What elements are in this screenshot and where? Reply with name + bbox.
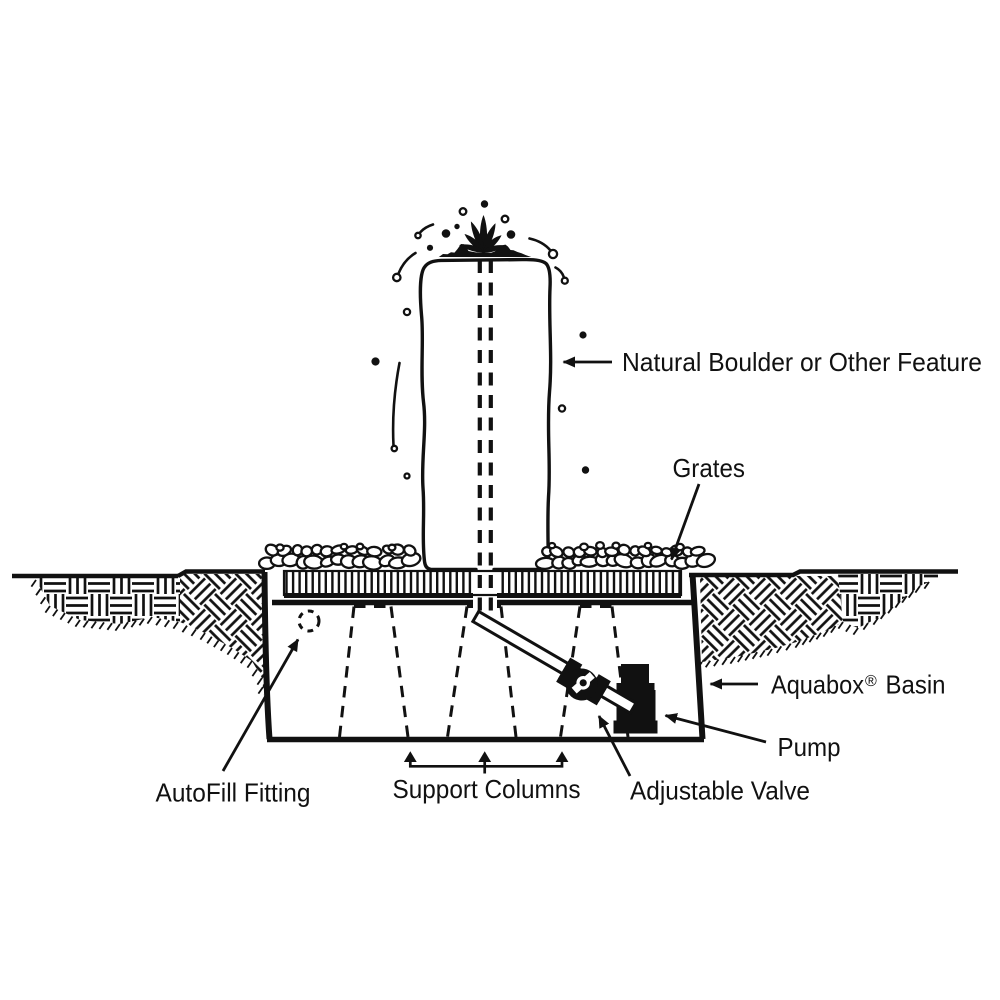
svg-text:Natural Boulder or Other Featu: Natural Boulder or Other Feature — [622, 347, 982, 377]
svg-text:Pump: Pump — [778, 732, 841, 762]
svg-text:Aquabox: Aquabox — [771, 670, 864, 700]
svg-text:Adjustable Valve: Adjustable Valve — [630, 776, 810, 806]
svg-text:Support Columns: Support Columns — [393, 774, 581, 804]
svg-text:AutoFill Fitting: AutoFill Fitting — [156, 778, 311, 808]
svg-text:Basin: Basin — [886, 670, 946, 700]
svg-text:®: ® — [865, 673, 877, 690]
svg-text:Grates: Grates — [673, 453, 746, 483]
